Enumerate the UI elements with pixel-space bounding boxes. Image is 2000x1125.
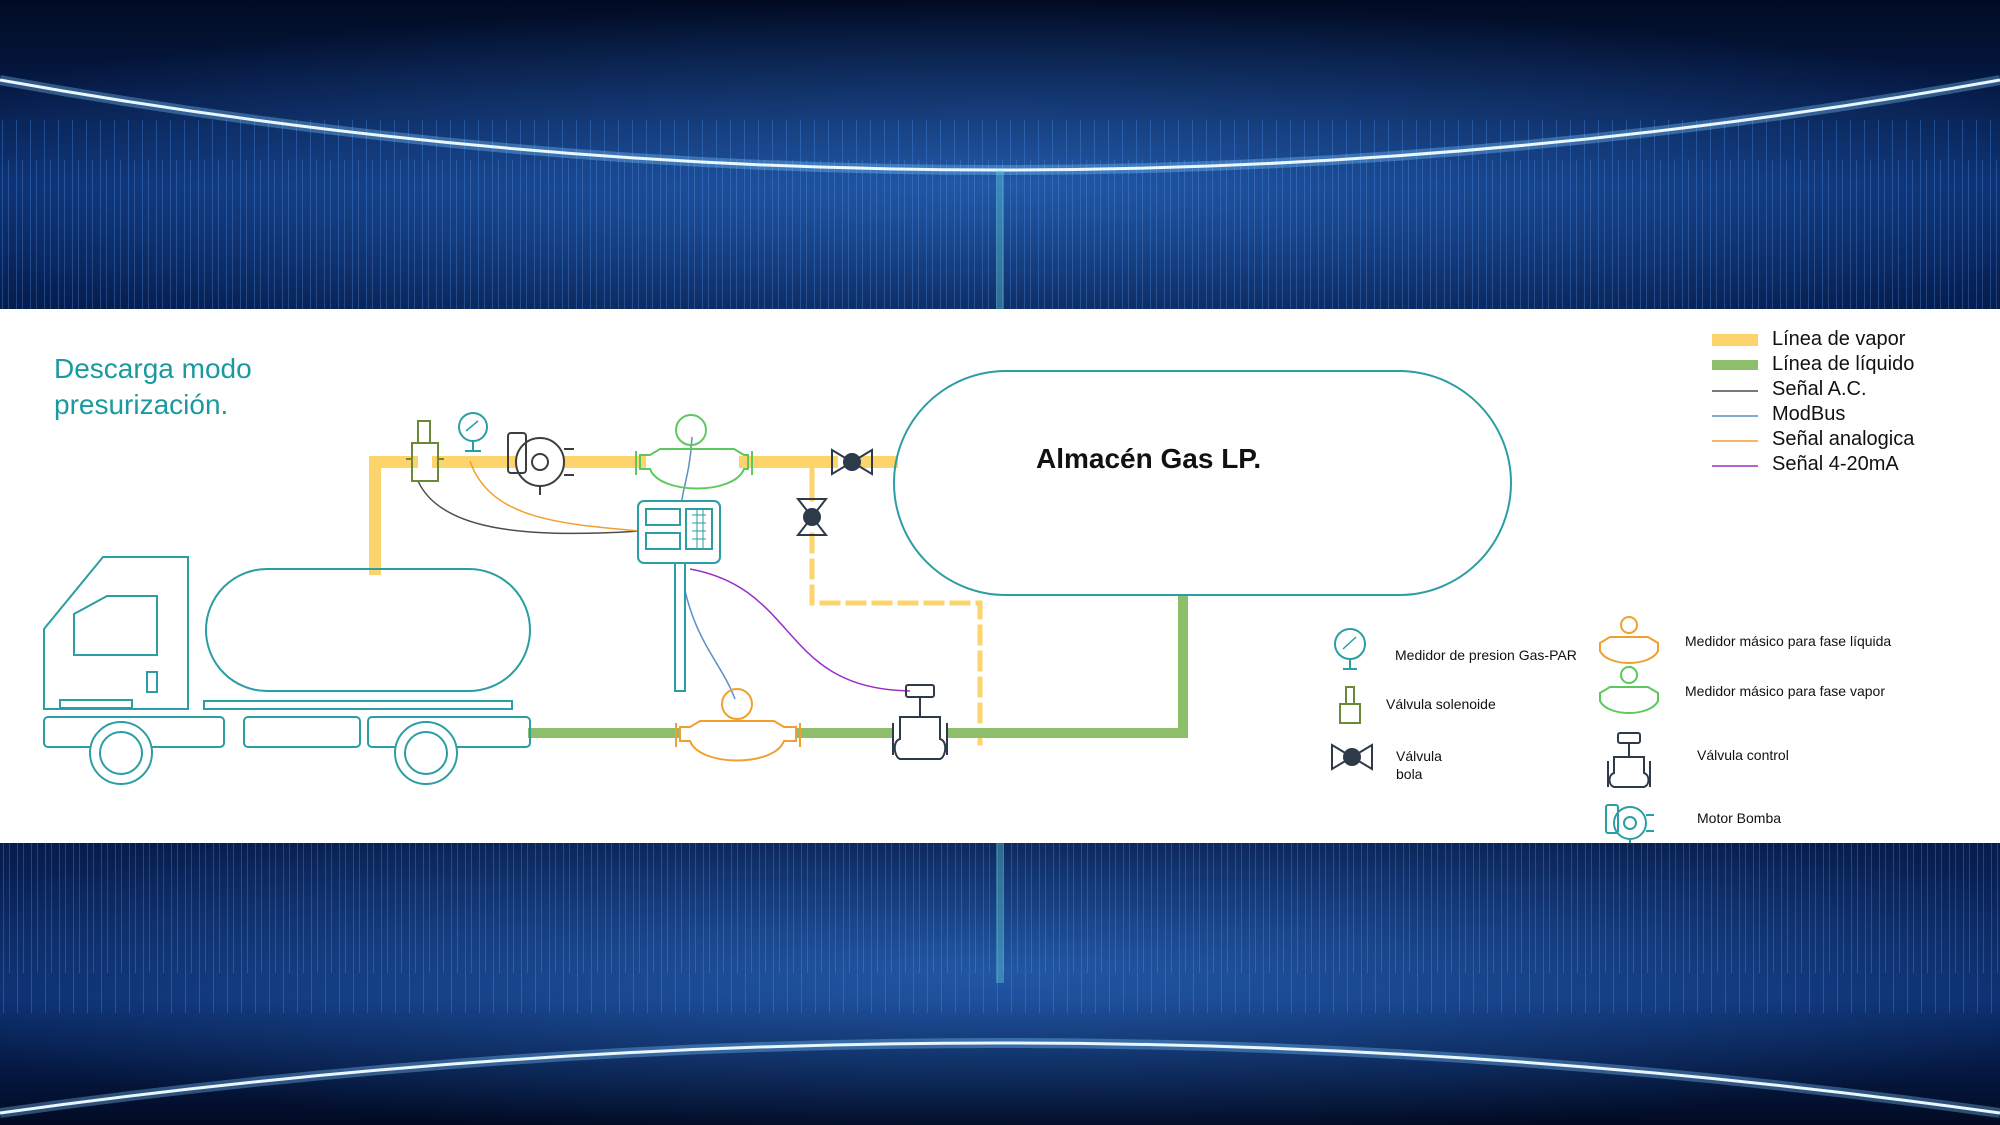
label-pressure-gauge: Medidor de presion Gas-PAR — [1395, 647, 1577, 663]
tank-label: Almacén Gas LP. — [1036, 443, 1262, 474]
pressure-gauge-icon — [1334, 628, 1366, 670]
liquid-mass-meter-icon — [1599, 616, 1659, 664]
diagram-panel: Descarga modo presurización. Almacén Gas… — [0, 309, 2000, 843]
pump-motor-icon — [1605, 804, 1654, 843]
bottom-banner-graphic — [0, 843, 2000, 1125]
label-vapor-mass-meter: Medidor másico para fase vapor — [1685, 683, 1885, 699]
title-line-1: Descarga modo — [54, 353, 252, 384]
legend-label-4-20: Señal 4-20mA — [1772, 453, 1899, 475]
label-control-valve: Válvula control — [1697, 747, 1789, 763]
label-pump-motor: Motor Bomba — [1697, 810, 1782, 826]
label-ball-valve-line-2: bola — [1396, 766, 1423, 782]
ball-valve-icon — [1331, 743, 1373, 771]
process-diagram — [43, 334, 1758, 843]
control-valve-inline — [892, 684, 948, 760]
pump-motor-inline — [507, 432, 574, 495]
legend-swatch-liquid — [1712, 360, 1758, 370]
diagram-title: Descarga modo presurización. — [54, 351, 252, 423]
ball-valve-vertical — [795, 498, 829, 536]
legend-label-modbus: ModBus — [1772, 403, 1846, 425]
legend-label-liquid: Línea de líquido — [1772, 353, 1915, 375]
tanker-truck — [43, 556, 531, 785]
legend-label-vapor: Línea de vapor — [1772, 328, 1906, 350]
legend-swatch-vapor — [1712, 334, 1758, 346]
control-valve-icon — [1607, 732, 1651, 788]
legend-swatches — [1712, 334, 1758, 467]
solenoid-valve-inline — [406, 420, 444, 482]
vapor-mass-meter-inline — [635, 414, 753, 490]
top-banner-graphic — [0, 0, 2000, 309]
legend-label-analog: Señal analogica — [1772, 428, 1915, 450]
pressure-gauge-inline — [458, 412, 488, 452]
ball-valve-horizontal — [831, 448, 873, 476]
label-ball-valve: Válvula bola — [1396, 747, 1442, 783]
liquid-mass-meter-inline — [675, 688, 801, 762]
label-liquid-mass-meter: Medidor másico para fase líquida — [1685, 633, 1892, 649]
title-line-2: presurización. — [54, 389, 229, 420]
solenoid-valve-icon — [1339, 686, 1361, 724]
storage-tank — [893, 370, 1512, 596]
label-ball-valve-line-1: Válvula — [1396, 748, 1442, 764]
signal-wires — [417, 436, 911, 700]
legend-label-ac: Señal A.C. — [1772, 378, 1867, 400]
controller — [637, 500, 721, 692]
label-solenoid-valve: Válvula solenoide — [1386, 696, 1496, 712]
vapor-mass-meter-icon — [1599, 666, 1659, 714]
top-banner — [0, 0, 2000, 309]
bottom-banner — [0, 843, 2000, 1125]
liquid-line — [528, 594, 1188, 738]
